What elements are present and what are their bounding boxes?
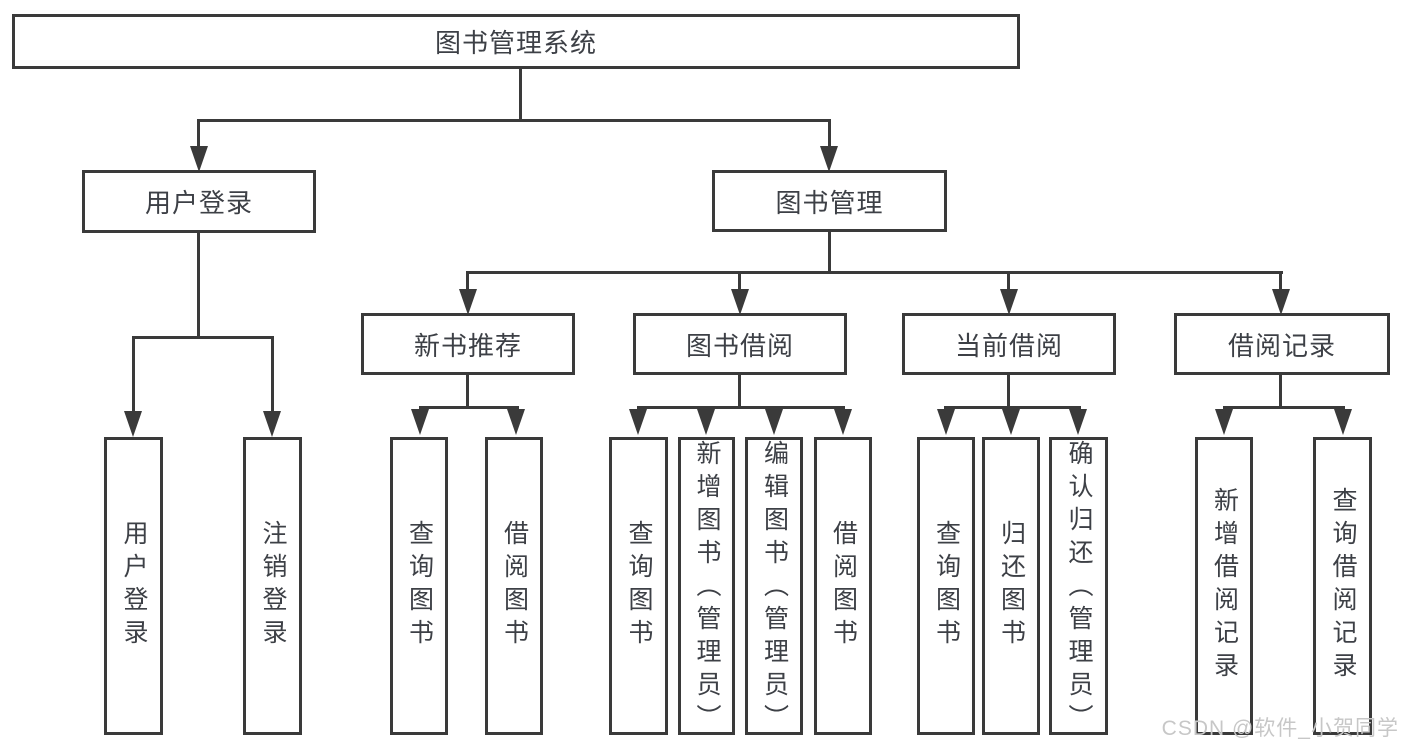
line-br-hbar — [1223, 406, 1345, 409]
arrowhead-to-leaf-logout — [263, 411, 281, 437]
node-current-borrow: 当前借阅 — [902, 313, 1116, 375]
arrowhead-to-book-management — [820, 146, 838, 172]
watermark-text: CSDN @软件_小贺同学 — [1161, 717, 1399, 740]
line-br-stem — [1279, 375, 1282, 408]
node-borrow-records-label: 借阅记录 — [1227, 330, 1336, 361]
arrowhead-to-nbr-borrow — [507, 409, 525, 435]
leaf-br-query-record: 查询借阅记录 — [1313, 437, 1372, 735]
line-bookmgmt-stem — [828, 232, 831, 273]
leaf-br-add-record-label: 新增借阅记录 — [1210, 487, 1239, 685]
node-book-management: 图书管理 — [712, 170, 947, 232]
node-borrow-records: 借阅记录 — [1174, 313, 1390, 375]
line-bookmgmt-drop-1 — [466, 273, 469, 291]
line-bookmgmt-drop-3 — [1007, 273, 1010, 291]
line-bb-stem — [738, 375, 741, 408]
arrowhead-to-br-query — [1334, 409, 1352, 435]
line-userlogin-stem — [197, 233, 200, 338]
leaf-bb-add-books-admin: 新增图书（管理员） — [678, 437, 735, 737]
leaf-bb-edit-books-admin: 编辑图书（管理员） — [745, 437, 803, 737]
node-book-borrow: 图书借阅 — [633, 313, 847, 375]
arrowhead-to-cb-confirm — [1069, 409, 1087, 435]
leaf-bb-query-books-label: 查询图书 — [625, 520, 653, 652]
node-current-borrow-label: 当前借阅 — [954, 330, 1063, 361]
line-bookmgmt-drop-2 — [738, 273, 741, 291]
arrowhead-to-book-borrow — [731, 289, 749, 315]
leaf-bb-borrow-books: 借阅图书 — [814, 437, 872, 735]
line-nbr-hbar — [419, 406, 519, 409]
leaf-cb-confirm-return-admin: 确认归还（管理员） — [1049, 437, 1108, 737]
leaf-logout-label: 注销登录 — [259, 520, 287, 652]
line-root-drop-right — [828, 121, 831, 149]
node-root-label: 图书管理系统 — [434, 28, 597, 58]
line-cb-stem — [1007, 375, 1010, 408]
arrowhead-to-leaf-user-login — [124, 411, 142, 437]
arrowhead-to-current-borrow — [1000, 289, 1018, 315]
arrowhead-to-new-book-recommend — [459, 289, 477, 315]
leaf-nbr-borrow-books-label: 借阅图书 — [500, 520, 529, 652]
line-userlogin-drop-right — [271, 338, 274, 414]
line-root-stem — [519, 69, 522, 120]
leaf-user-login: 用户登录 — [104, 437, 163, 735]
line-root-drop-left — [197, 121, 200, 149]
leaf-bb-query-books: 查询图书 — [609, 437, 668, 735]
line-cb-hbar — [944, 406, 1081, 409]
arrowhead-to-bb-edit — [765, 409, 783, 435]
arrowhead-to-bb-add — [697, 409, 715, 435]
leaf-logout: 注销登录 — [243, 437, 302, 735]
leaf-cb-query-books-label: 查询图书 — [932, 520, 961, 652]
leaf-cb-confirm-return-admin-label: 确认归还（管理员） — [1065, 440, 1093, 737]
leaf-cb-query-books: 查询图书 — [917, 437, 975, 735]
leaf-nbr-query-books: 查询图书 — [390, 437, 448, 735]
arrowhead-to-borrow-records — [1272, 289, 1290, 315]
line-root-hbar — [197, 119, 831, 122]
leaf-bb-add-books-admin-label: 新增图书（管理员） — [693, 440, 721, 737]
leaf-cb-return-books-label: 归还图书 — [997, 520, 1026, 652]
node-new-book-recommend-label: 新书推荐 — [413, 330, 522, 361]
leaf-user-login-label: 用户登录 — [120, 520, 148, 652]
node-root: 图书管理系统 — [12, 14, 1020, 69]
line-nbr-stem — [466, 375, 469, 408]
line-bookmgmt-hbar — [466, 271, 1283, 274]
line-userlogin-hbar — [132, 336, 274, 339]
line-bookmgmt-drop-4 — [1279, 273, 1282, 291]
arrowhead-to-nbr-query — [411, 409, 429, 435]
node-new-book-recommend: 新书推荐 — [361, 313, 575, 375]
line-bb-hbar — [637, 406, 845, 409]
node-book-management-label: 图书管理 — [775, 187, 884, 218]
node-book-borrow-label: 图书借阅 — [685, 330, 794, 361]
arrowhead-to-bb-query — [629, 409, 647, 435]
leaf-nbr-query-books-label: 查询图书 — [405, 520, 434, 652]
leaf-br-query-record-label: 查询借阅记录 — [1329, 487, 1357, 685]
leaf-bb-edit-books-admin-label: 编辑图书（管理员） — [760, 440, 789, 737]
node-user-login-label: 用户登录 — [144, 188, 253, 218]
leaf-nbr-borrow-books: 借阅图书 — [485, 437, 543, 735]
arrowhead-to-cb-query — [937, 409, 955, 435]
arrowhead-to-cb-return — [1002, 409, 1020, 435]
line-userlogin-drop-left — [132, 338, 135, 414]
leaf-bb-borrow-books-label: 借阅图书 — [829, 520, 858, 652]
leaf-cb-return-books: 归还图书 — [982, 437, 1040, 735]
arrowhead-to-bb-borrow — [834, 409, 852, 435]
arrowhead-to-user-login — [190, 146, 208, 172]
node-user-login: 用户登录 — [82, 170, 316, 233]
arrowhead-to-br-add — [1215, 409, 1233, 435]
leaf-br-add-record: 新增借阅记录 — [1195, 437, 1253, 735]
